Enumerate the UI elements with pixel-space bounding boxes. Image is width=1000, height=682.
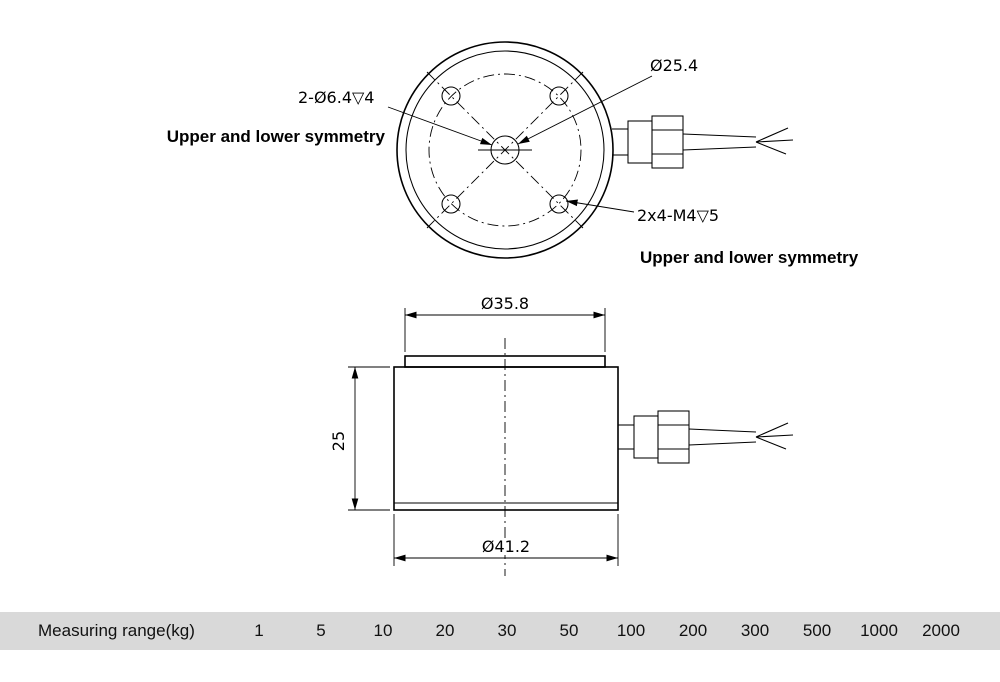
symmetry-note-right: Upper and lower symmetry xyxy=(640,248,859,267)
range-value: 500 xyxy=(802,621,832,640)
leader-hole-callout xyxy=(387,106,493,146)
wire-strand-2 xyxy=(755,434,794,438)
range-value: 1000 xyxy=(860,621,898,640)
top-view-callouts: 2-Ø6.4▽4 Ø25.4 2x4-M4▽5 Upper and lower … xyxy=(167,56,859,267)
connector-nut-small xyxy=(627,120,653,164)
range-value: 20 xyxy=(435,621,455,640)
range-value: 10 xyxy=(373,621,393,640)
inner-circle xyxy=(405,50,605,250)
connector-nut-large xyxy=(657,410,690,464)
outer-circle xyxy=(396,41,614,259)
bolt-hole-top-right xyxy=(549,86,569,106)
dimension-top-diameter: Ø35.8 xyxy=(404,294,606,352)
bolt-circle-centerline xyxy=(428,73,582,227)
wire-strand-1 xyxy=(755,127,789,143)
wire-strand-3 xyxy=(755,141,787,155)
wire-strand-1 xyxy=(755,422,789,438)
cable-top-line xyxy=(688,428,757,433)
body-diameter-text: Ø41.2 xyxy=(482,537,530,556)
range-value: 300 xyxy=(740,621,770,640)
range-value: 1 xyxy=(254,621,264,640)
cable-bottom-line xyxy=(688,441,757,446)
bolt-hole-top-left xyxy=(441,86,461,106)
range-value: 2000 xyxy=(922,621,960,640)
top-view xyxy=(396,41,614,259)
side-view-cable-connector xyxy=(618,410,794,464)
connector-nut-large xyxy=(651,115,684,169)
cable-top-line xyxy=(682,133,757,138)
dimension-text-background xyxy=(476,538,536,555)
height-text: 25 xyxy=(329,431,348,451)
thread-callout-text: 2x4-M4▽5 xyxy=(637,206,719,225)
measuring-range-label: Measuring range(kg) xyxy=(38,621,195,640)
connector-nut-small xyxy=(633,415,659,459)
cable-bottom-line xyxy=(682,146,757,151)
top-view-cable-connector xyxy=(612,115,794,169)
range-value: 50 xyxy=(559,621,579,640)
range-value: 200 xyxy=(678,621,708,640)
top-diameter-text: Ø35.8 xyxy=(481,294,529,313)
bolt-hole-bottom-left xyxy=(441,194,461,214)
symmetry-note-left: Upper and lower symmetry xyxy=(167,127,386,146)
measuring-range-bar: Measuring range(kg) 1 5 10 20 30 50 100 … xyxy=(0,612,1000,650)
leader-center-hole xyxy=(517,75,653,145)
range-value: 100 xyxy=(616,621,646,640)
bolt-hole-bottom-right xyxy=(549,194,569,214)
leader-thread-callout xyxy=(565,199,635,213)
body-outline xyxy=(393,366,619,511)
range-value: 5 xyxy=(316,621,326,640)
dimension-height: 25 xyxy=(329,366,390,511)
side-view xyxy=(393,338,619,576)
center-hole-diameter-text: Ø25.4 xyxy=(650,56,698,75)
range-value: 30 xyxy=(497,621,517,640)
wire-strand-3 xyxy=(755,436,787,450)
wire-strand-2 xyxy=(755,139,794,143)
hole-callout-text: 2-Ø6.4▽4 xyxy=(298,88,374,107)
dimension-body-diameter: Ø41.2 xyxy=(393,514,619,566)
